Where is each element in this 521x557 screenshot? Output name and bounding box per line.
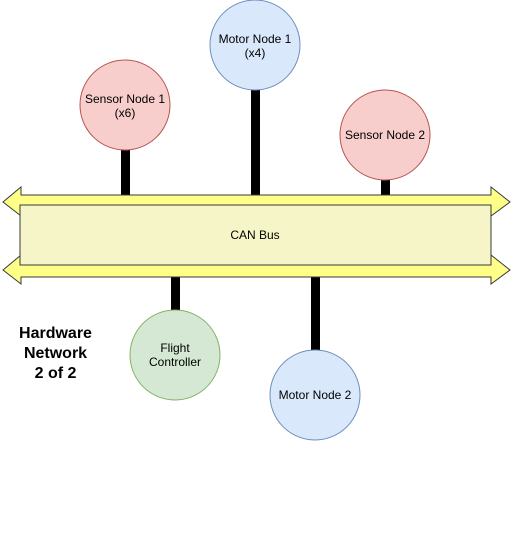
can-bus-label: CAN Bus: [230, 228, 279, 242]
motor-node-2-connector: [311, 275, 320, 351]
sensor-node-1-label: Sensor Node 1: [85, 92, 165, 106]
network-title: Hardware Network 2 of 2: [8, 324, 103, 384]
motor-node-2: Motor Node 2: [269, 349, 361, 441]
motor-node-1-count: (x4): [245, 46, 266, 60]
sensor-node-2: Sensor Node 2: [339, 89, 431, 181]
network-title-line2: Network: [23, 345, 88, 362]
sensor-node-1-count: (x6): [115, 106, 136, 120]
sensor-node-1: Sensor Node 1 (x6): [79, 59, 171, 151]
network-title-line1: Hardware: [19, 325, 92, 342]
motor-node-1: Motor Node 1 (x4): [209, 0, 301, 91]
flight-controller-label-line1: Flight: [160, 341, 190, 355]
sensor-node-2-label: Sensor Node 2: [345, 128, 425, 142]
sensor-node-2-circle: [339, 89, 431, 181]
motor-node-1-label: Motor Node 1: [219, 32, 292, 46]
flight-controller-label-line2: Controller: [149, 355, 201, 369]
flight-controller: Flight Controller: [129, 309, 221, 401]
motor-node-1-circle: [209, 0, 301, 91]
sensor-node-1-connector: [121, 150, 130, 196]
sensor-node-2-connector: [381, 180, 390, 196]
motor-node-2-circle: [269, 349, 361, 441]
motor-node-2-label: Motor Node 2: [279, 388, 352, 402]
flight-controller-connector: [171, 275, 180, 311]
network-title-line3: 2 of 2: [34, 365, 77, 382]
motor-node-1-connector: [251, 90, 260, 196]
can-bus-body: [19, 204, 492, 266]
flight-controller-circle: [129, 309, 221, 401]
sensor-node-1-circle: [79, 59, 171, 151]
